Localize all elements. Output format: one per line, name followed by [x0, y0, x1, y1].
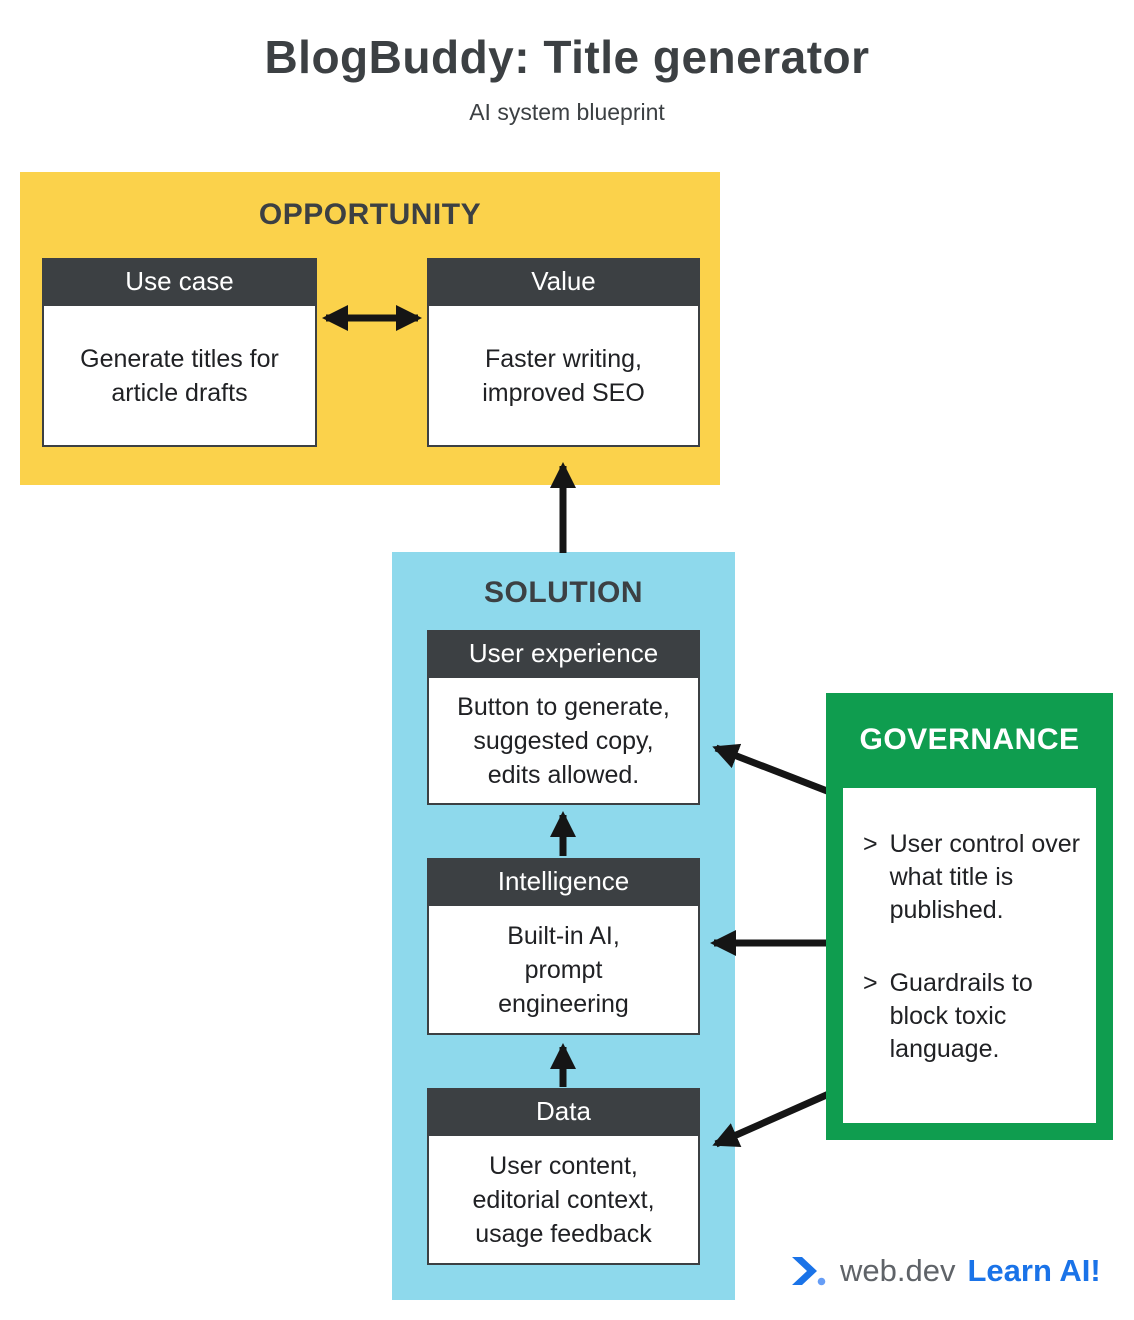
governance-label: GOVERNANCE	[859, 723, 1080, 756]
user-experience-card-body: Button to generate, suggested copy, edit…	[457, 692, 670, 789]
value-card-body: Faster writing, improved SEO	[482, 344, 645, 407]
use-case-card-body: Generate titles for article drafts	[80, 344, 279, 407]
use-case-card: Use case Generate titles for article dra…	[42, 258, 317, 447]
bullet-text: Guardrails to block toxic language.	[889, 969, 1033, 1063]
governance-bullet-guardrails: > Guardrails to block toxic language.	[863, 967, 1082, 1066]
use-case-card-header: Use case	[44, 260, 315, 306]
brand-text: web.dev	[840, 1253, 956, 1288]
bullet-marker: >	[863, 830, 878, 858]
governance-panel: GOVERNANCE > User control over what titl…	[826, 693, 1113, 1140]
data-card-header: Data	[429, 1090, 698, 1136]
governance-list: > User control over what title is publis…	[843, 788, 1096, 1123]
solution-label: SOLUTION	[484, 576, 643, 609]
value-card: Value Faster writing, improved SEO	[427, 258, 700, 447]
value-card-header: Value	[429, 260, 698, 306]
data-card-body: User content, editorial context, usage f…	[472, 1151, 655, 1248]
solution-panel: SOLUTION User experience Button to gener…	[392, 552, 735, 1300]
bullet-text: User control over what title is publishe…	[889, 830, 1080, 924]
webdev-logo-icon	[792, 1257, 826, 1286]
page-subtitle: AI system blueprint	[469, 99, 665, 125]
bullet-marker: >	[863, 969, 878, 997]
intelligence-card-header: Intelligence	[429, 860, 698, 906]
user-experience-card-header: User experience	[429, 632, 698, 678]
intelligence-card: Intelligence Built-in AI, prompt enginee…	[427, 858, 700, 1035]
learn-ai-link[interactable]: Learn AI!	[967, 1253, 1101, 1288]
opportunity-panel: OPPORTUNITY Use case Generate titles for…	[20, 172, 720, 485]
data-card: Data User content, editorial context, us…	[427, 1088, 700, 1265]
page-title: BlogBuddy: Title generator	[264, 31, 870, 83]
intelligence-card-body: Built-in AI, prompt engineering	[498, 921, 629, 1018]
webdev-branding: web.dev Learn AI!	[788, 1246, 1101, 1296]
governance-bullet-user-control: > User control over what title is publis…	[863, 828, 1082, 927]
opportunity-label: OPPORTUNITY	[258, 198, 482, 231]
user-experience-card: User experience Button to generate, sugg…	[427, 630, 700, 805]
